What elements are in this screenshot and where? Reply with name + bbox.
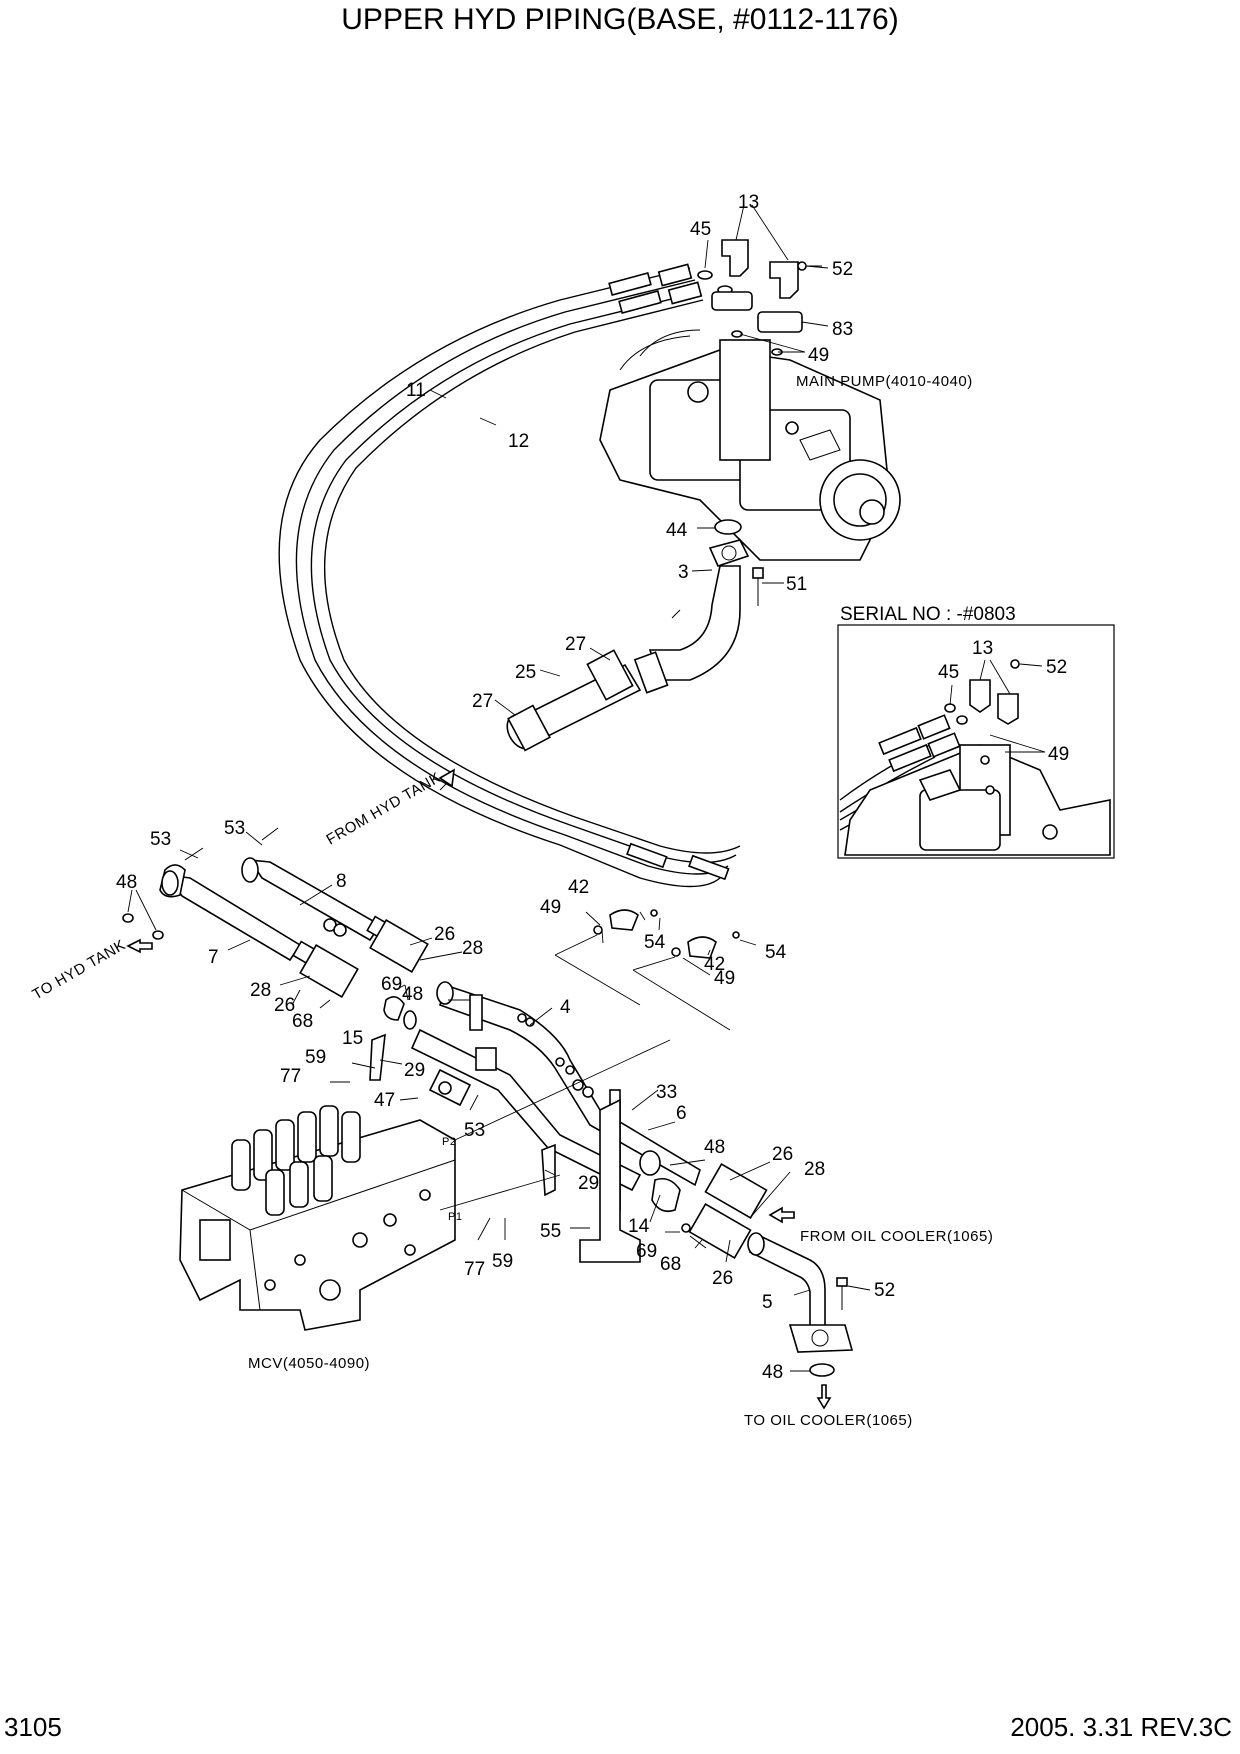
hose-11-12 (278, 263, 741, 888)
callout: 59 (492, 1251, 513, 1272)
callout: 48 (402, 984, 423, 1005)
callout: 15 (342, 1028, 363, 1049)
callout: 28 (804, 1159, 825, 1180)
callout: 11 (406, 380, 426, 401)
callout: 5 (762, 1292, 773, 1313)
callout: 49 (714, 968, 735, 989)
main-pump (599, 329, 901, 561)
callout: 68 (660, 1254, 681, 1275)
callout: 26 (712, 1268, 733, 1289)
port-p1-label: P1 (448, 1211, 462, 1223)
callout: 3 (678, 562, 689, 583)
callout: 83 (832, 319, 853, 340)
callout: 77 (464, 1259, 485, 1280)
callout: 8 (336, 871, 347, 892)
callout: 29 (578, 1173, 599, 1194)
callout: 13 (972, 638, 993, 659)
callout: 6 (676, 1103, 687, 1124)
suction-line (506, 519, 764, 752)
callout: 55 (540, 1221, 561, 1242)
couplings-lower (639, 1150, 768, 1259)
callout: 27 (565, 634, 586, 655)
serial-no-label: SERIAL NO : -#0803 (840, 604, 1016, 625)
callout-numbers: 13 45 52 83 49 11 12 44 3 51 27 25 27 53… (116, 192, 1069, 1383)
to-hyd-tank-label: TO HYD TANK (30, 936, 129, 1003)
from-hyd-tank-label: FROM HYD TANK (324, 769, 444, 848)
callout: 25 (515, 662, 536, 683)
to-oil-cooler-label: TO OIL COOLER(1065) (744, 1412, 913, 1429)
callout: 49 (1048, 744, 1069, 765)
callout: 69 (381, 974, 402, 995)
callout: 54 (765, 942, 787, 963)
callout: 26 (772, 1144, 793, 1165)
callout: 28 (462, 938, 483, 959)
callout: 69 (636, 1241, 657, 1262)
callout: 53 (464, 1120, 485, 1141)
callout: 13 (738, 192, 759, 213)
page-title: UPPER HYD PIPING(BASE, #0112-1176) (341, 3, 899, 36)
callout: 54 (644, 932, 666, 953)
clamps-42 (554, 909, 740, 1031)
callout: 49 (540, 897, 561, 918)
callout: 28 (250, 980, 271, 1001)
callout: 52 (1046, 657, 1067, 678)
callout: 45 (690, 219, 711, 240)
callout: 42 (704, 954, 725, 975)
callout: 26 (434, 924, 455, 945)
callout: 52 (874, 1280, 895, 1301)
mcv-label: MCV(4050-4090) (248, 1355, 370, 1372)
elbow-fittings-13 (697, 239, 822, 356)
from-oil-cooler-label: FROM OIL COOLER(1065) (800, 1228, 993, 1245)
callout: 14 (628, 1216, 650, 1237)
main-pump-label: MAIN PUMP(4010-4040) (796, 373, 973, 390)
callout: 27 (472, 691, 493, 712)
callout: 68 (292, 1011, 313, 1032)
callout: 48 (762, 1362, 783, 1383)
callout: 47 (374, 1090, 395, 1111)
pipe-5 (747, 1232, 854, 1377)
mcv-valve (179, 1105, 456, 1331)
callout: 53 (150, 829, 171, 850)
callout: 49 (808, 345, 829, 366)
callout: 12 (508, 431, 529, 452)
callout: 7 (208, 947, 219, 968)
callout: 45 (938, 662, 959, 683)
callout: 59 (305, 1047, 326, 1068)
callout: 48 (116, 872, 137, 893)
callout: 48 (704, 1137, 725, 1158)
callout: 44 (666, 520, 688, 541)
serial-inset-drawing (839, 659, 1111, 856)
leader-lines (127, 204, 871, 1372)
callout: 52 (832, 259, 853, 280)
callout: 53 (224, 818, 245, 839)
page-number: 3105 (4, 1712, 62, 1742)
port-p2-label: P2 (442, 1136, 456, 1148)
callout: 42 (568, 877, 589, 898)
callout: 26 (274, 995, 295, 1016)
callout: 51 (786, 574, 807, 595)
revision-date: 2005. 3.31 REV.3C (1010, 1712, 1232, 1742)
callout: 4 (560, 997, 571, 1018)
callout: 33 (656, 1082, 677, 1103)
callout: 29 (404, 1060, 425, 1081)
tubes-4-6 (383, 981, 701, 1263)
pipes-7-8 (122, 827, 429, 998)
callout: 77 (280, 1066, 301, 1087)
